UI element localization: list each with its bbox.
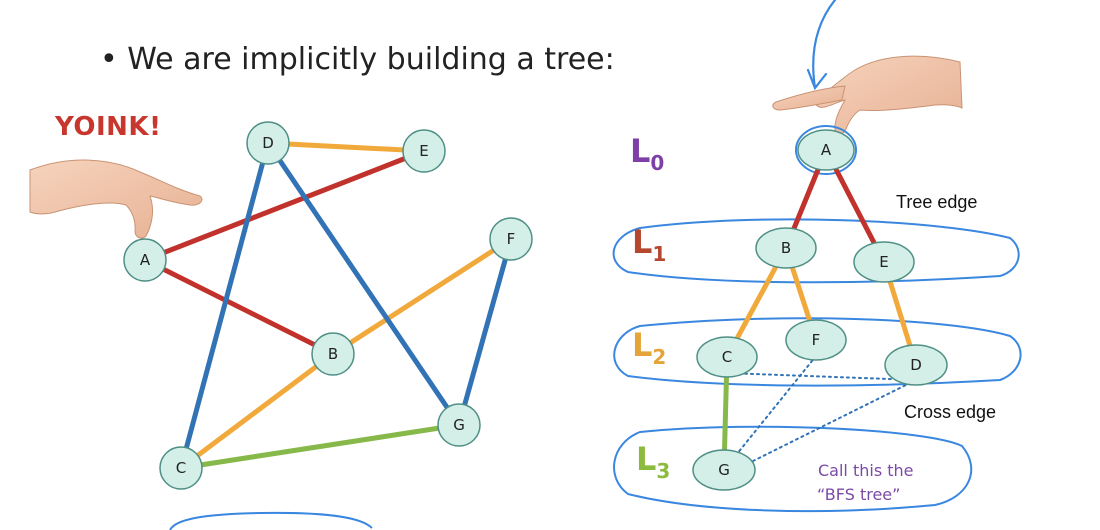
svg-text:B: B — [328, 345, 338, 363]
tree-node-a: A — [797, 129, 855, 171]
edge-a-e — [142, 148, 427, 263]
tree-edge-label: Tree edge — [896, 192, 977, 212]
tree-node-e: E — [853, 241, 915, 283]
svg-text:C: C — [176, 459, 186, 477]
svg-text:A: A — [140, 251, 151, 269]
svg-text:G: G — [718, 461, 730, 479]
svg-text:G: G — [453, 416, 465, 434]
svg-text:D: D — [910, 356, 922, 374]
graph-node-f: F — [489, 217, 533, 261]
level-2-loop — [613, 317, 1022, 387]
graph-node-g: G — [437, 403, 481, 447]
edge-d-g — [265, 140, 462, 428]
edge-d-c — [178, 140, 271, 471]
graph-node-b: B — [311, 332, 355, 376]
graph-node-d: D — [246, 121, 290, 165]
hand-left-icon — [29, 159, 203, 239]
svg-text:B: B — [781, 239, 791, 257]
svg-text:C: C — [722, 348, 732, 366]
edge-d-e — [265, 140, 427, 154]
hand-right-icon — [772, 55, 963, 135]
svg-text:F: F — [812, 331, 821, 349]
graph-nodes: A B C D E F G — [123, 121, 533, 490]
level-label-2: L2 — [632, 326, 666, 369]
level-labels: L0 L1 L2 L3 — [630, 132, 670, 483]
cross-edges — [723, 355, 917, 471]
edge-b-c — [178, 351, 336, 471]
edge-f-g — [456, 236, 514, 428]
cross-edge-f-g — [723, 355, 817, 471]
svg-text:F: F — [507, 230, 516, 248]
bullet-text: • We are implicitly building a tree: — [100, 42, 615, 77]
tree-edges — [721, 147, 919, 473]
tree-node-g: G — [692, 449, 756, 491]
annotation-arrow-icon — [806, 0, 837, 91]
edge-b-f — [330, 236, 514, 357]
edge-c-g — [178, 422, 462, 471]
svg-text:A: A — [821, 141, 832, 159]
graph-node-c: C — [159, 446, 203, 490]
level-label-3: L3 — [636, 440, 670, 483]
level-label-1: L1 — [632, 223, 666, 266]
level-loops — [612, 125, 1022, 513]
cross-edge-d-g — [734, 379, 917, 471]
cross-edge-label: Cross edge — [904, 402, 996, 422]
tree-node-b: B — [755, 227, 817, 269]
bfs-callout-line2: “BFS tree” — [817, 485, 900, 504]
svg-text:E: E — [879, 253, 888, 271]
graph-node-a: A — [123, 238, 167, 282]
svg-text:D: D — [262, 134, 274, 152]
level-3-loop — [613, 425, 973, 513]
tree-node-d: D — [884, 344, 948, 386]
svg-text:E: E — [419, 142, 428, 160]
tree-nodes: A B E C F D G — [692, 129, 948, 491]
graph-edges — [142, 140, 514, 471]
tree-node-f: F — [785, 319, 847, 361]
annotation-loop-partial-icon — [169, 511, 373, 530]
tree-node-c: C — [696, 336, 758, 378]
graph-node-e: E — [402, 129, 446, 173]
cross-edge-c-d — [726, 372, 917, 381]
bullet-label: We are implicitly building a tree: — [127, 42, 615, 77]
bfs-callout-line1: Call this the — [818, 461, 914, 480]
yoink-label: YOINK! — [55, 112, 162, 142]
level-0-loop — [795, 125, 857, 175]
edge-a-b — [142, 257, 336, 357]
level-label-0: L0 — [630, 132, 664, 175]
level-1-loop — [612, 218, 1020, 284]
